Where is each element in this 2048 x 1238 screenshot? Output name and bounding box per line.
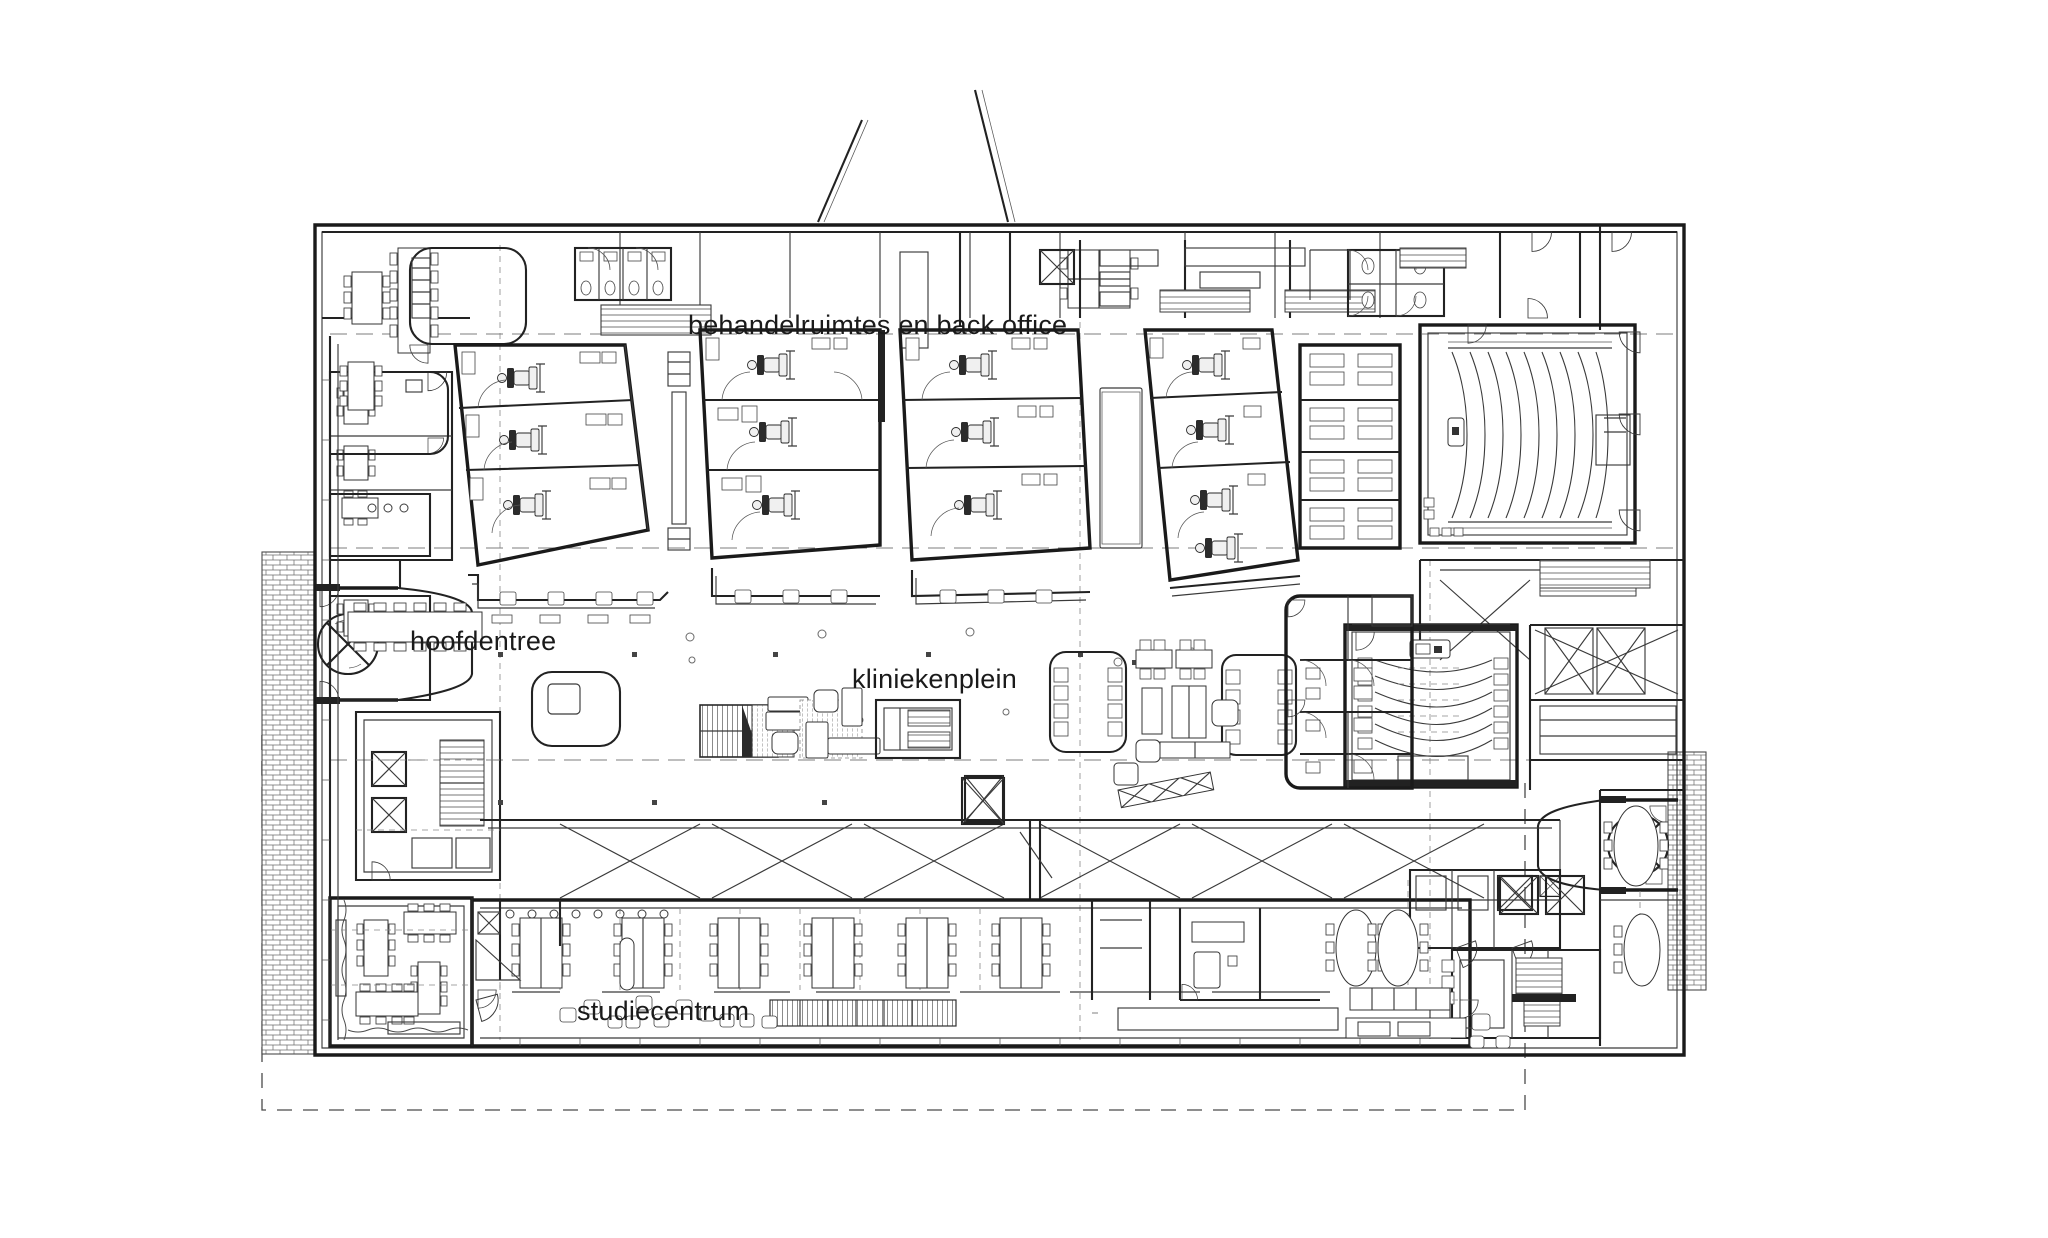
service-zone-ne: [1038, 240, 1376, 318]
clinic-cluster-a: [453, 343, 669, 624]
storage-rooms-east: [1544, 627, 1646, 695]
east-service-core: [1407, 868, 1641, 1040]
brick-hatch-wall-east: [1667, 751, 1707, 991]
east-offices: [1598, 788, 1684, 1046]
west-circulation-core: [354, 710, 502, 882]
clinic-cluster-b: [698, 328, 885, 605]
south-west-meeting-rooms: [328, 896, 474, 1048]
brick-hatch-wall-west: [261, 551, 315, 1055]
label-kliniekenplein: kliniekenplein: [852, 664, 1017, 694]
restroom-block-plaza: [1284, 594, 1414, 790]
plaza-cafe-tables: [1113, 639, 1239, 809]
clinic-cluster-e: [1298, 343, 1402, 550]
clinic-cluster-c: [898, 328, 1092, 605]
plaza-lounge-furniture: [765, 687, 881, 759]
corridor-island-cd: [1099, 387, 1143, 549]
kliniekenplein-plaza: [498, 627, 1298, 824]
label-behandelruimtes: behandelruimtes en back office: [688, 310, 1067, 340]
plan-labels: behandelruimtes en back office hoofdentr…: [410, 310, 1067, 1026]
auditorium-large[interactable]: [1418, 323, 1641, 545]
office-desk-group-n1: [899, 249, 1139, 349]
section-line-indicators: [817, 89, 1016, 223]
study-table-row: [511, 917, 1051, 991]
south-west-lobby: [470, 898, 562, 1046]
restroom-block-north: [573, 246, 712, 336]
east-meeting-rooms: [1325, 909, 1661, 1049]
corner-rooms-ne: [1498, 231, 1632, 319]
bookshelf-row: [769, 999, 1339, 1031]
nw-meeting-tables-lower: [339, 361, 383, 411]
nw-long-tables: [347, 602, 483, 652]
tech-rooms-east: [1528, 559, 1684, 790]
restroom-cluster-ne: [1346, 247, 1467, 318]
plaza-seating-pods: [1048, 650, 1298, 757]
clinic-cluster-d: [1143, 328, 1301, 597]
secondary-entrance-east[interactable]: [1536, 796, 1678, 894]
service-column-ab: [667, 351, 691, 551]
plaza-stair-east: [874, 698, 962, 760]
east-lounge-sofa: [1345, 987, 1511, 1049]
label-studiecentrum: studiecentrum: [577, 996, 749, 1026]
study-offices-east: [1178, 908, 1320, 1002]
plaza-kiosk: [530, 670, 622, 748]
label-hoofdentree: hoofdentree: [410, 626, 556, 656]
nw-office-column: [322, 336, 339, 1046]
